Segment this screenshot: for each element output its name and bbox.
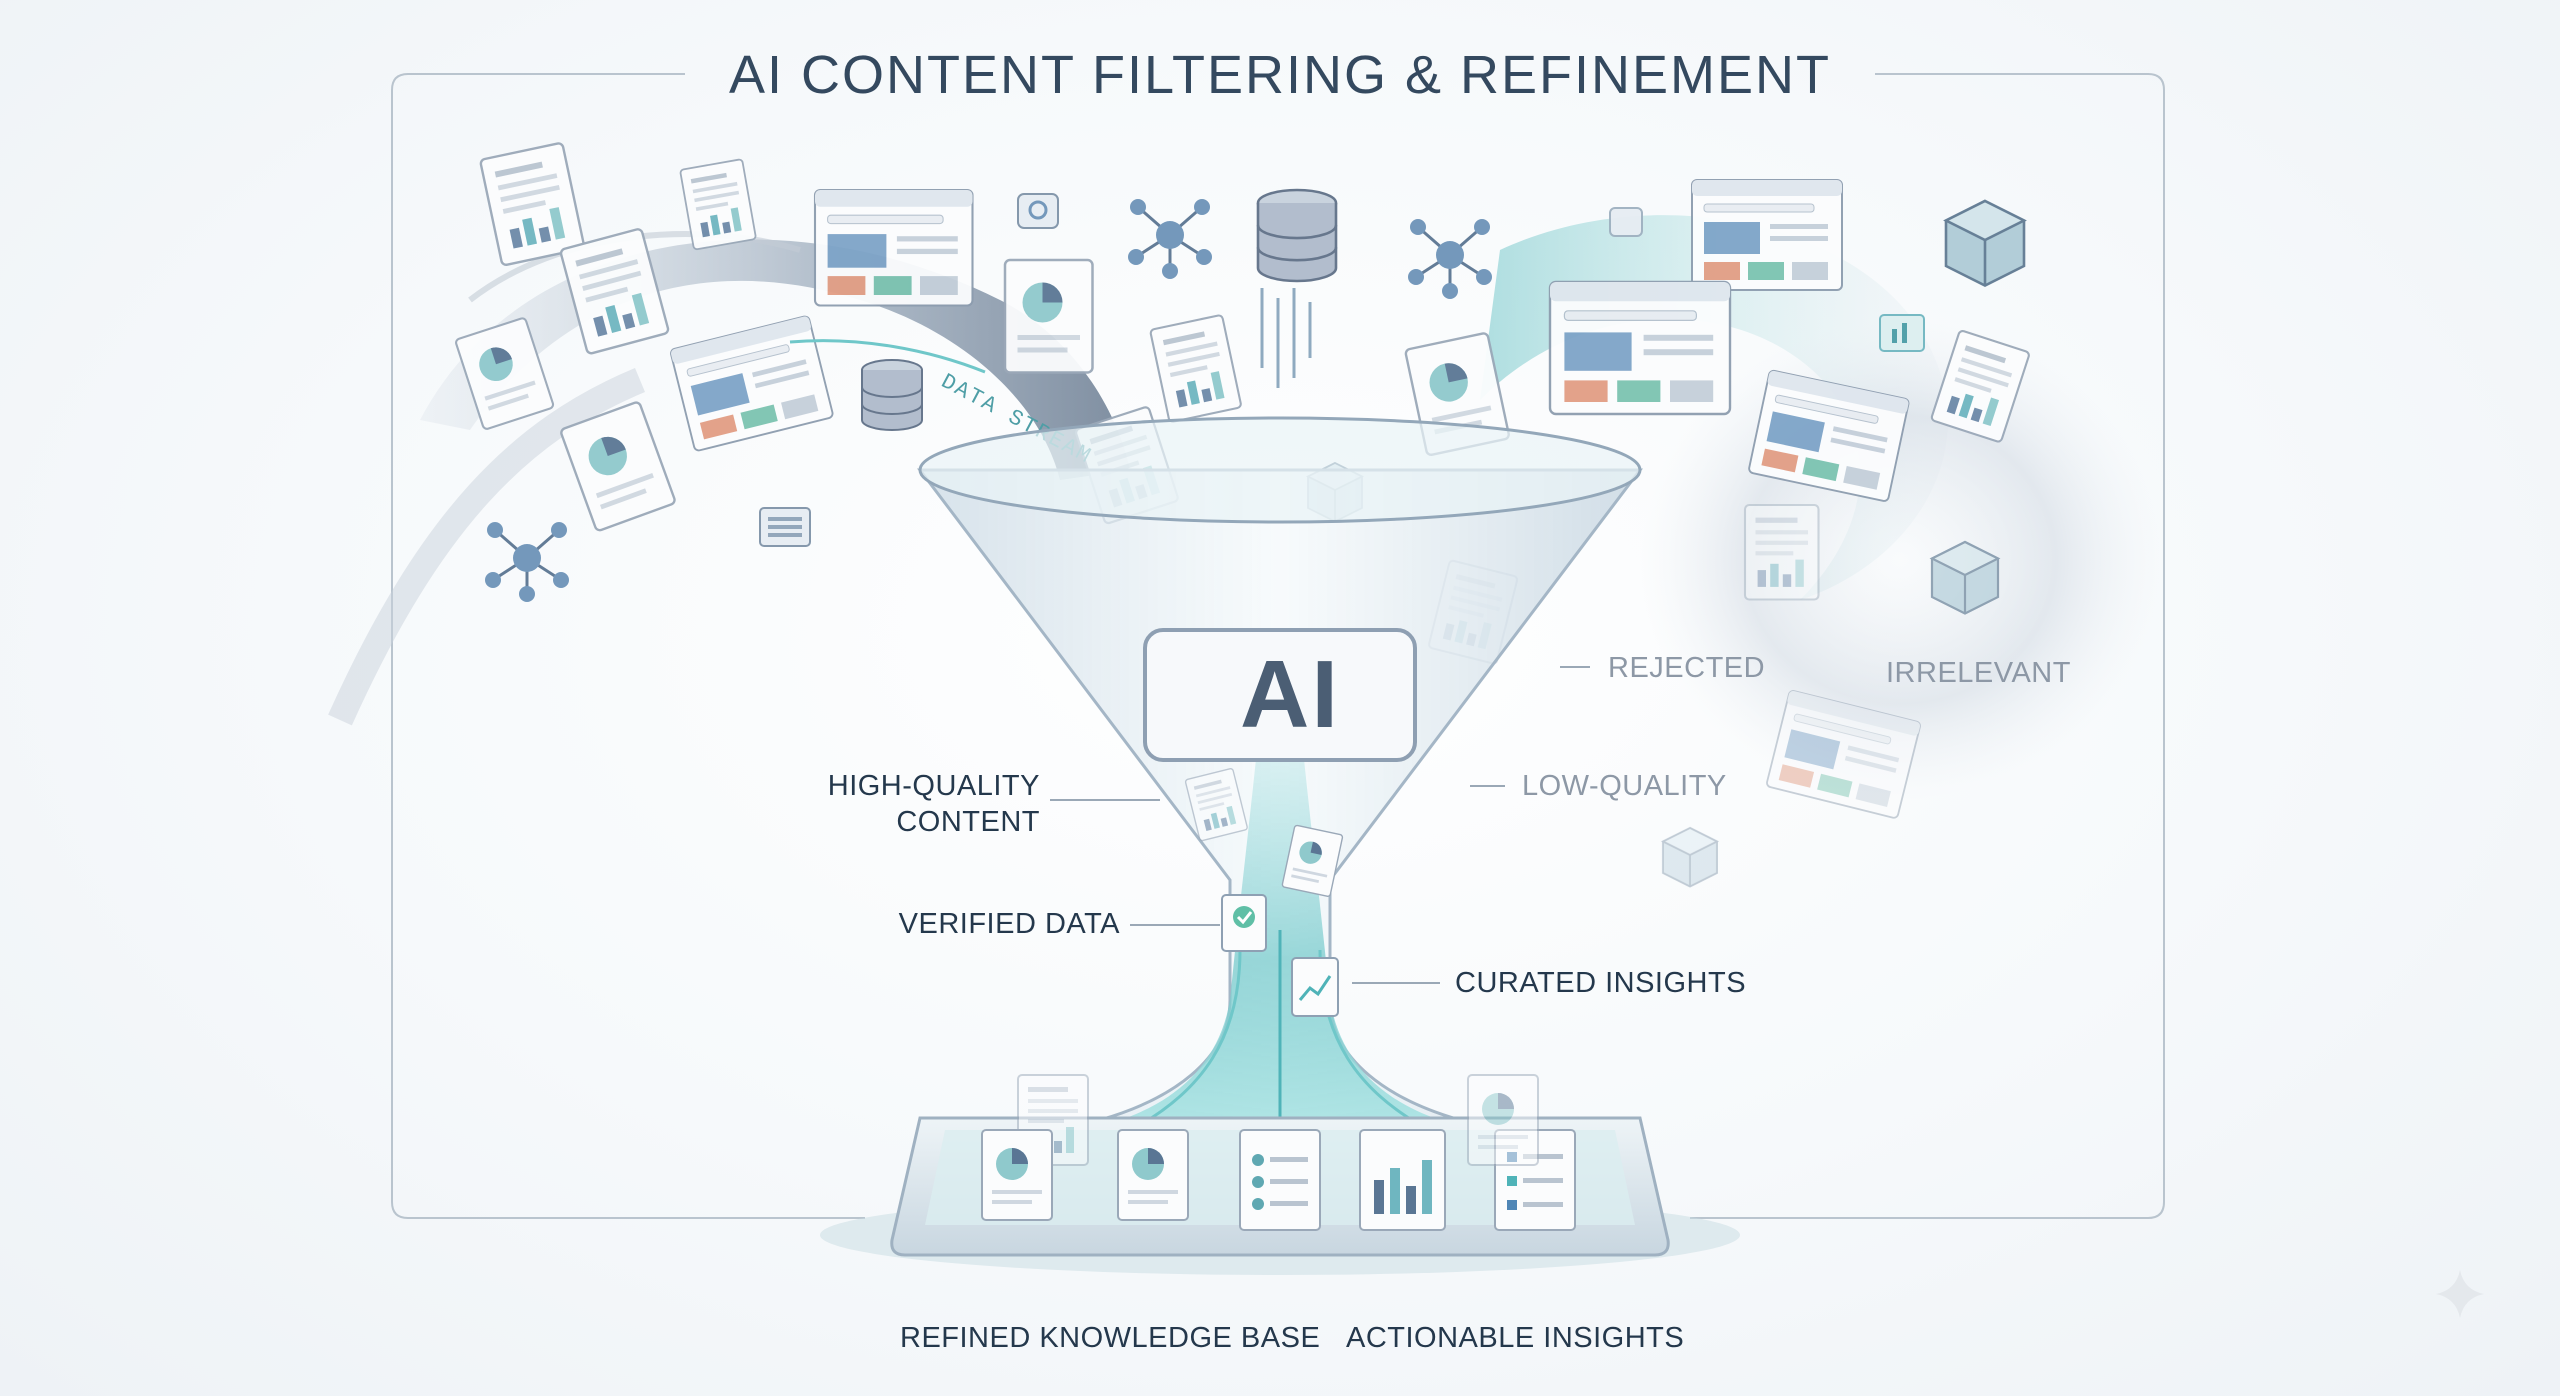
high-quality-line-1: HIGH-QUALITY xyxy=(827,770,1040,802)
database-icon xyxy=(861,359,923,431)
high-quality-line-2: CONTENT xyxy=(896,806,1040,838)
web-page-icon xyxy=(1691,179,1843,291)
list-icon xyxy=(1239,1129,1321,1231)
bar-chart-icon xyxy=(1879,314,1925,352)
sparkle-icon xyxy=(2436,1270,2484,1318)
frame xyxy=(391,73,2165,1219)
data-bits xyxy=(1260,288,1312,388)
document-icon xyxy=(1467,1074,1539,1166)
ai-funnel xyxy=(916,416,1644,1127)
network-node-icon xyxy=(1126,197,1214,281)
page-title: AI CONTENT FILTERING & REFINEMENT xyxy=(728,45,1832,105)
knowledge-base-label: REFINED KNOWLEDGE BASE xyxy=(900,1322,1321,1354)
cube-icon xyxy=(1662,827,1718,888)
ai-badge-label: AI xyxy=(1240,641,1340,748)
document-icon xyxy=(1743,503,1820,601)
irrelevant-label: IRRELEVANT xyxy=(1886,657,2071,689)
cube-icon xyxy=(1944,199,2026,287)
network-node-icon xyxy=(483,520,571,604)
curated-insights-label: CURATED INSIGHTS xyxy=(1455,967,1747,999)
list-icon xyxy=(759,507,811,547)
network-node-icon xyxy=(1406,217,1494,301)
web-page-icon xyxy=(813,188,974,307)
source-documents xyxy=(453,141,2031,888)
stream-arrow xyxy=(789,339,986,374)
chat-icon xyxy=(1609,207,1643,237)
web-page-icon xyxy=(669,314,835,453)
knowledge-base-tray xyxy=(820,1074,1740,1275)
verified-data-label: VERIFIED DATA xyxy=(898,908,1120,940)
document-icon xyxy=(679,158,758,251)
database-icon xyxy=(1256,188,1338,283)
ai-badge xyxy=(1143,628,1417,762)
low-quality-label: LOW-QUALITY xyxy=(1522,770,1727,802)
pie-chart-icon xyxy=(1117,1129,1189,1221)
chat-icon xyxy=(1017,193,1059,229)
checkmark-icon xyxy=(1221,894,1267,952)
actionable-insights-label: ACTIONABLE INSIGHTS xyxy=(1346,1322,1685,1354)
rejected-label: REJECTED xyxy=(1608,652,1766,684)
web-page-icon xyxy=(1548,280,1732,416)
label-connectors xyxy=(1050,666,1590,984)
bar-chart-icon xyxy=(1359,1129,1446,1231)
line-chart-icon xyxy=(1291,957,1339,1017)
high-quality-label: HIGH-QUALITY CONTENT xyxy=(760,768,1040,840)
pie-chart-icon xyxy=(1003,258,1094,374)
bar-chart-icon xyxy=(558,227,671,356)
bar-chart-icon xyxy=(1148,313,1243,424)
cube-icon xyxy=(1930,540,2000,615)
pie-chart-icon xyxy=(981,1129,1053,1221)
